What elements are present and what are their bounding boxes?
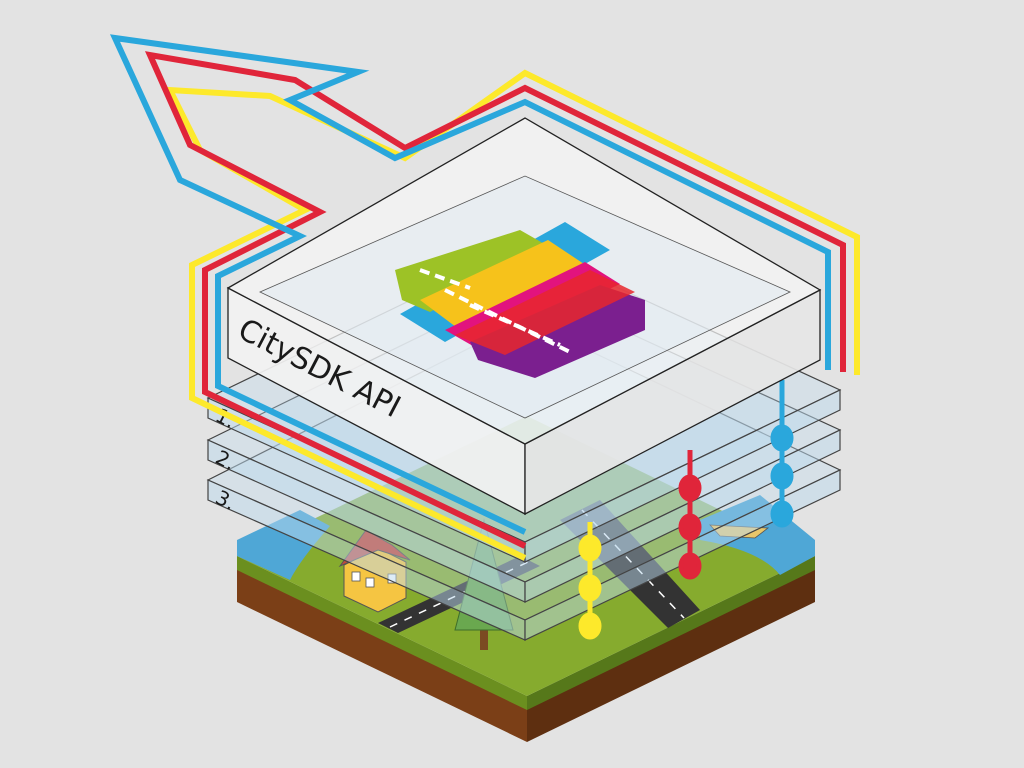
grass-left (237, 556, 527, 710)
soil-right (527, 568, 815, 742)
stream-red-vertical (678, 450, 702, 580)
stream-yellow-vertical (578, 522, 602, 640)
upward-arrow-icon (109, 34, 860, 561)
stream-yellow-loop (164, 69, 860, 561)
grass-right (527, 556, 815, 710)
stream-red-loop (144, 51, 846, 549)
stream-blue-vertical (770, 380, 794, 528)
citysdk-logo-icon (395, 222, 645, 378)
road-2 (560, 500, 700, 628)
soil-left (237, 568, 527, 742)
stream-blue-loop (109, 34, 831, 535)
